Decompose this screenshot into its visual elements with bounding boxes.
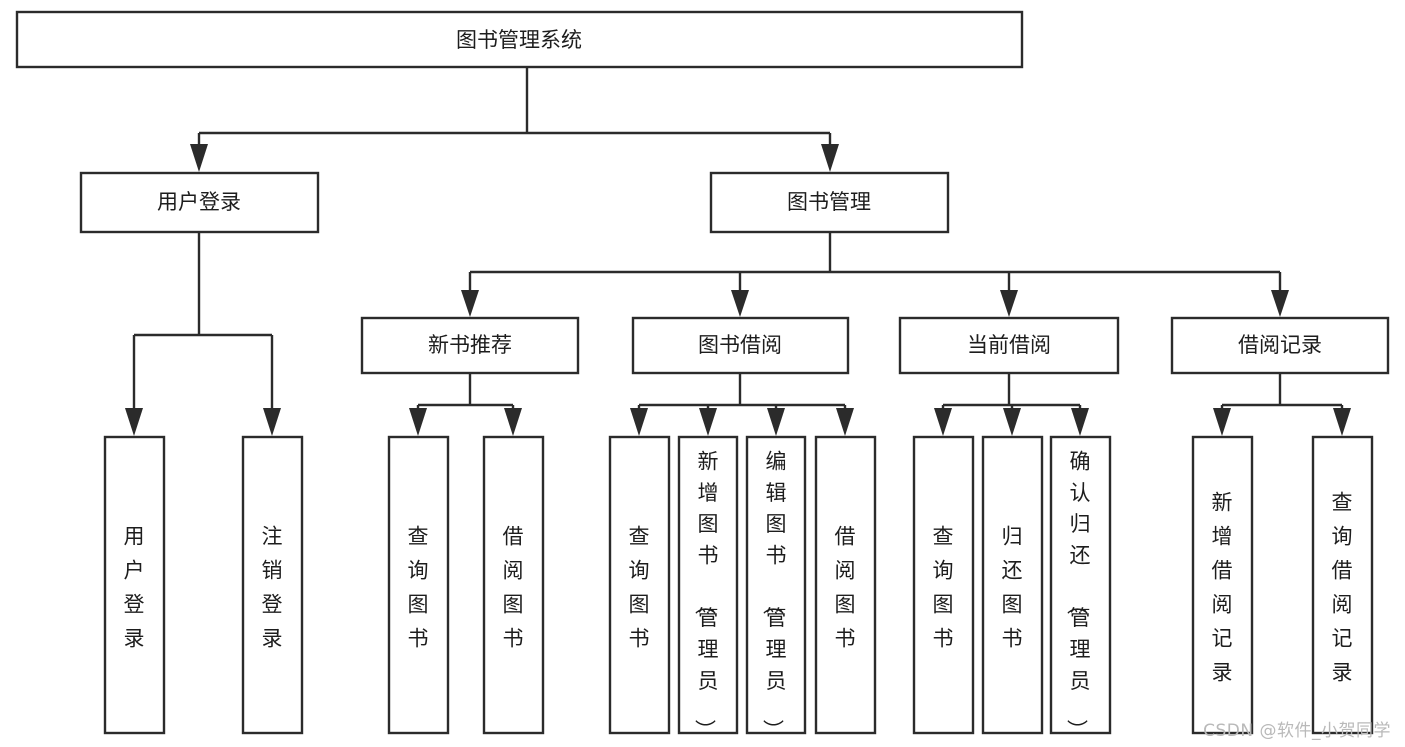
arrow-to-current-borrow — [1000, 290, 1018, 317]
user-login-label: 用户登录 — [157, 190, 241, 214]
leaf-box[interactable] — [103, 435, 166, 735]
leaf-label: 借阅图书 — [503, 525, 524, 651]
leaf-label: 确认归还（管理员） — [1065, 449, 1091, 740]
leaf-node[interactable]: 编辑图书（管理员） — [745, 435, 807, 740]
leaf-box[interactable] — [814, 435, 877, 735]
leaf-box[interactable] — [1049, 435, 1112, 735]
book-management-label: 图书管理 — [787, 190, 871, 214]
book-management-box[interactable] — [709, 171, 950, 234]
node-new-book-recommend[interactable]: 新书推荐 — [360, 316, 580, 375]
leaf-label: 查询借阅记录 — [1332, 491, 1353, 685]
leaf-node[interactable]: 注销登录 — [241, 435, 304, 735]
arrow-to-leaf-2 — [263, 408, 281, 436]
connector-layer — [125, 67, 1351, 436]
arrow-to-leaf-12 — [1213, 408, 1231, 436]
leaf-node[interactable]: 借阅图书 — [814, 435, 877, 735]
leaf-node[interactable]: 确认归还（管理员） — [1049, 435, 1112, 740]
new-book-recommend-box[interactable] — [360, 316, 580, 375]
leaf-node[interactable]: 新增图书（管理员） — [677, 435, 739, 740]
leaf-label: 借阅图书 — [835, 525, 856, 651]
arrow-to-book-borrow — [731, 290, 749, 317]
leaf-node[interactable]: 查询图书 — [387, 435, 450, 735]
root-label: 图书管理系统 — [456, 28, 582, 52]
leaf-node[interactable]: 查询图书 — [608, 435, 671, 735]
arrow-to-leaf-7 — [767, 408, 785, 436]
leaf-label: 用户登录 — [124, 525, 145, 651]
arrow-to-user-login — [190, 144, 208, 172]
leaf-label: 查询图书 — [933, 525, 954, 651]
arrow-to-leaf-3 — [409, 408, 427, 436]
user-login-box[interactable] — [79, 171, 320, 234]
leaf-node[interactable]: 归还图书 — [981, 435, 1044, 735]
leaf-box[interactable] — [1191, 435, 1254, 735]
book-borrow-label: 图书借阅 — [698, 333, 782, 357]
arrow-to-leaf-1 — [125, 408, 143, 436]
arrow-to-leaf-10 — [1003, 408, 1021, 436]
arrow-to-leaf-5 — [630, 408, 648, 436]
arrow-to-book-manage — [821, 144, 839, 172]
leaf-label: 查询图书 — [408, 525, 429, 651]
leaf-node[interactable]: 查询借阅记录 — [1311, 435, 1374, 735]
leaf-node[interactable]: 用户登录 — [103, 435, 166, 735]
leaf-label: 编辑图书（管理员） — [761, 449, 787, 740]
node-root[interactable]: 图书管理系统 — [15, 10, 1024, 69]
arrow-to-leaf-9 — [934, 408, 952, 436]
arrow-to-leaf-11 — [1071, 408, 1089, 436]
leaf-label: 新增图书（管理员） — [693, 449, 719, 740]
borrow-record-label: 借阅记录 — [1238, 333, 1322, 357]
borrow-record-box[interactable] — [1170, 316, 1390, 375]
leaf-label: 新增借阅记录 — [1212, 491, 1233, 685]
node-borrow-record[interactable]: 借阅记录 — [1170, 316, 1390, 375]
current-borrow-box[interactable] — [898, 316, 1120, 375]
leaf-node[interactable]: 查询图书 — [912, 435, 975, 735]
leaf-node[interactable]: 借阅图书 — [482, 435, 545, 735]
leaf-box[interactable] — [387, 435, 450, 735]
node-book-borrow[interactable]: 图书借阅 — [631, 316, 850, 375]
book-borrow-box[interactable] — [631, 316, 850, 375]
leaf-box[interactable] — [981, 435, 1044, 735]
leaf-label: 查询图书 — [629, 525, 650, 651]
leaf-box[interactable] — [608, 435, 671, 735]
leaf-box[interactable] — [1311, 435, 1374, 735]
arrow-to-leaf-8 — [836, 408, 854, 436]
node-book-management[interactable]: 图书管理 — [709, 171, 950, 234]
leaf-box[interactable] — [241, 435, 304, 735]
arrow-to-leaf-4 — [504, 408, 522, 436]
arrow-to-new-book-recommend — [461, 290, 479, 317]
leaf-label: 注销登录 — [262, 525, 283, 651]
leaf-box[interactable] — [677, 435, 739, 735]
leaf-box[interactable] — [912, 435, 975, 735]
arrow-to-borrow-record — [1271, 290, 1289, 317]
leaf-box[interactable] — [482, 435, 545, 735]
arrow-to-leaf-13 — [1333, 408, 1351, 436]
arrow-to-leaf-6 — [699, 408, 717, 436]
current-borrow-label: 当前借阅 — [967, 333, 1051, 357]
new-book-recommend-label: 新书推荐 — [428, 333, 512, 357]
root-box[interactable] — [15, 10, 1024, 69]
csdn-watermark: CSDN @软件_小贺同学 — [1203, 721, 1391, 741]
node-current-borrow[interactable]: 当前借阅 — [898, 316, 1120, 375]
leaf-node[interactable]: 新增借阅记录 — [1191, 435, 1254, 735]
leaf-box[interactable] — [745, 435, 807, 735]
node-user-login[interactable]: 用户登录 — [79, 171, 320, 234]
leaf-label: 归还图书 — [1002, 525, 1023, 651]
